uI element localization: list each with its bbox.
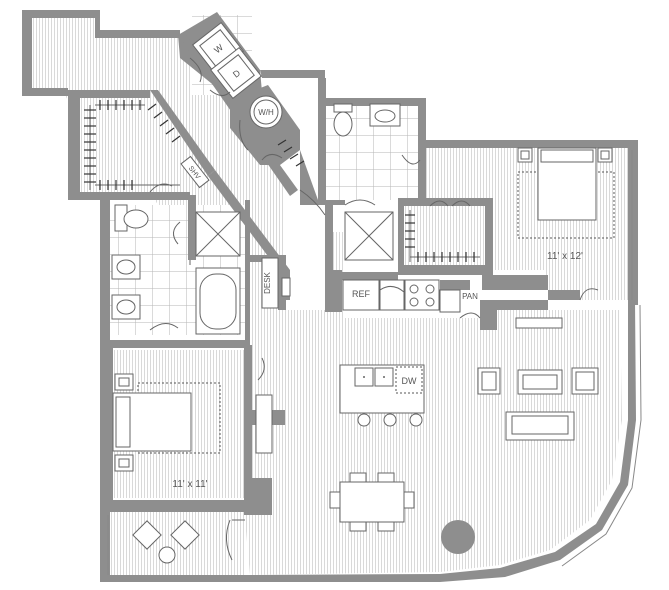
counter (379, 279, 405, 311)
patio-chair (132, 520, 162, 550)
windows (107, 150, 642, 575)
water-heater-label: W/H (258, 108, 274, 117)
patio-table (158, 546, 176, 564)
stool (409, 413, 423, 427)
desk-label: DESK (263, 271, 272, 293)
bath-1 (299, 103, 421, 261)
laundry: W D (189, 22, 262, 99)
dryer-label: D (231, 68, 243, 80)
chair (377, 521, 395, 532)
closet-bedroom-1 (405, 200, 480, 262)
chair (329, 491, 341, 509)
dining-table (339, 481, 405, 523)
refrigerator-label: REF (352, 289, 371, 299)
closet-left: SHV (84, 100, 210, 193)
bath-2 (111, 204, 241, 335)
bedroom-1: 11' x 12' (517, 147, 615, 301)
nightstand (517, 147, 533, 163)
chair (349, 472, 367, 483)
nightstand (114, 373, 134, 391)
chair (349, 521, 367, 532)
island (339, 364, 425, 414)
dishwasher-label: DW (402, 376, 417, 386)
bedroom-2-size: 11' x 11' (172, 479, 207, 490)
stove (404, 279, 440, 311)
bed-bedroom-1 (537, 147, 597, 221)
chair (403, 491, 415, 509)
round-table (441, 520, 475, 554)
water-heater: W/H (239, 95, 283, 151)
stool (357, 413, 371, 427)
dresser (255, 394, 273, 454)
closet-upper-right (261, 139, 305, 167)
dishwasher (395, 366, 423, 394)
sofa (505, 411, 575, 441)
dining-area (329, 472, 475, 554)
patio-chair (170, 520, 200, 550)
nightstand (114, 454, 134, 472)
bed-bedroom-2 (112, 392, 192, 452)
armchair (477, 367, 501, 395)
bedroom-2: 11' x 11' (112, 357, 273, 490)
desk: DESK (261, 257, 291, 309)
living-area (477, 367, 599, 441)
refrigerator (342, 279, 380, 311)
pantry-label: PAN (462, 292, 478, 301)
nightstand (597, 147, 613, 163)
balcony (132, 519, 245, 564)
coffee-table (517, 369, 563, 395)
stool (383, 413, 397, 427)
bedroom-1-size: 11' x 12' (547, 251, 583, 262)
pantry (439, 289, 461, 313)
kitchen: REF PAN DW (339, 279, 563, 427)
chair (377, 472, 395, 483)
